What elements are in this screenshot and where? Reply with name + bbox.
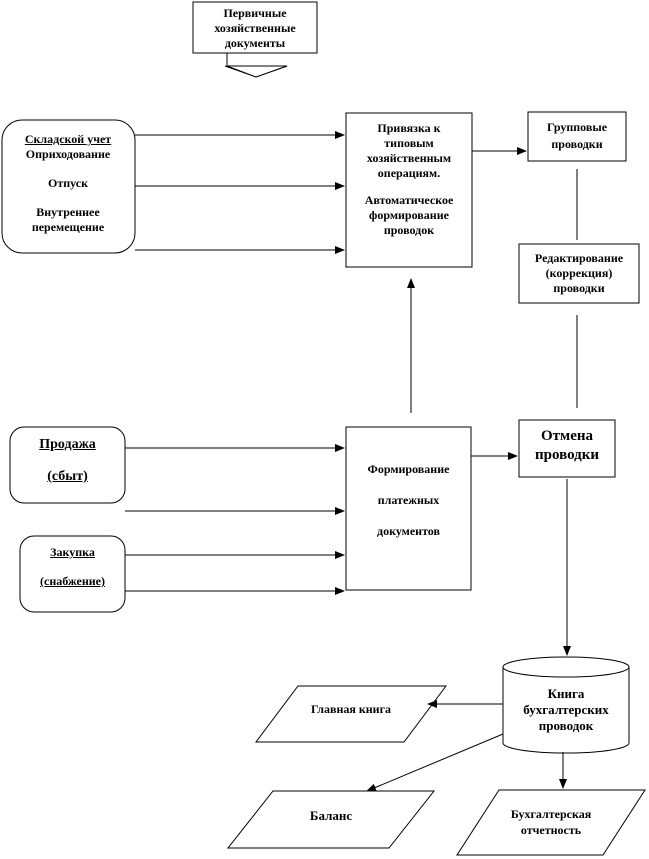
warehouse-item: перемещение — [31, 220, 105, 234]
general-ledger-label: Главная книга — [310, 702, 392, 716]
warehouse-label: Складской учет Оприходование Отпуск Внут… — [4, 132, 132, 235]
group-postings-label: Групповые проводки — [546, 120, 608, 151]
sales-title: Продажа — [39, 437, 96, 452]
editing-box — [518, 243, 640, 304]
warehouse-item: Оприходование — [25, 147, 111, 161]
arrow-ledger-balance — [366, 733, 504, 792]
balance-shape — [226, 790, 436, 849]
balance-label: Баланс — [309, 808, 353, 823]
sales-subtitle: (сбыт) — [47, 469, 88, 484]
primary-docs-down-arrow-head — [226, 65, 288, 78]
sales-box — [9, 426, 126, 504]
warehouse-item: Внутреннее — [36, 205, 100, 219]
purchase-label: Закупка (снабжение) — [20, 545, 125, 589]
primary-docs-label: Первичные хозяйственные документы — [214, 6, 296, 50]
purchase-title: Закупка — [50, 545, 95, 559]
primary-docs-box — [192, 1, 318, 54]
ledger-book-label: Книга бухгалтерских проводок — [523, 686, 609, 733]
binding-label: Привязка к типовым хозяйственным операци… — [364, 121, 454, 237]
sales-label: Продажа (сбыт) — [10, 436, 125, 486]
payment-docs-box — [345, 426, 472, 591]
cancel-box — [518, 419, 616, 478]
warehouse-item: Отпуск — [47, 176, 88, 190]
cancel-label: Отмена проводки — [534, 428, 600, 463]
editing-label: Редактирование (коррекция) проводки — [534, 251, 624, 295]
group-postings-box — [527, 111, 627, 162]
binding-box — [345, 112, 473, 268]
purchase-box — [19, 535, 126, 613]
warehouse-title: Складской учет — [24, 132, 112, 146]
purchase-subtitle: (снабжение) — [40, 574, 105, 588]
ledger-book-cylinder-top — [502, 656, 630, 678]
payment-docs-label: Формирование платежных документов — [367, 462, 450, 538]
reporting-label: Бухгалтерская отчетность — [510, 807, 592, 837]
general-ledger-shape — [255, 685, 447, 743]
ledger-book-cylinder — [502, 667, 630, 754]
reporting-shape — [456, 789, 646, 856]
